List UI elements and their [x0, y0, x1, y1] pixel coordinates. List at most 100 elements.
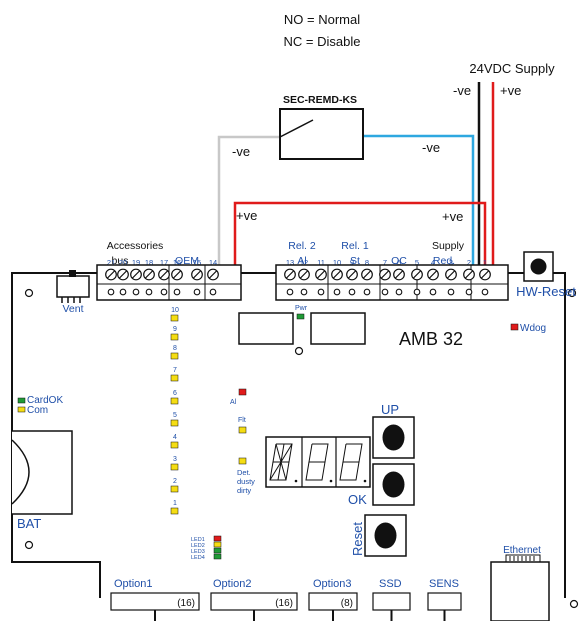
terminal-number: 19	[132, 258, 140, 267]
aux-led-label: LED1	[191, 537, 205, 543]
terminal-19[interactable]	[130, 268, 142, 296]
terminal-11[interactable]	[315, 268, 327, 296]
terminal-9[interactable]	[346, 268, 358, 296]
terminal-number: 14	[209, 258, 217, 267]
relay-left	[238, 312, 294, 345]
switch-contact	[279, 119, 314, 138]
terminal-6[interactable]	[393, 268, 405, 296]
terminal-14[interactable]	[207, 268, 219, 296]
slot-option3[interactable]: Option3(8)	[308, 578, 358, 621]
ok-button-knob	[382, 471, 405, 498]
terminal-21[interactable]	[105, 268, 117, 296]
led-9	[170, 333, 179, 341]
slot-label: Option1	[114, 578, 153, 590]
terminal-number: 12	[300, 258, 308, 267]
terminal-number: 10	[333, 258, 341, 267]
terminal-16[interactable]	[171, 268, 183, 296]
det-label-1: Det.	[237, 468, 251, 477]
group-accessories: Accessories	[107, 240, 164, 252]
led-5	[170, 419, 179, 427]
led-number: 6	[173, 390, 177, 397]
supply-neg-label: -ve	[453, 83, 471, 98]
slot-option2[interactable]: Option2(16)	[210, 578, 298, 621]
legend-no: NO = Normal	[284, 12, 360, 27]
led-4	[170, 441, 179, 449]
option-slots: Option1 (16) Option2(16)Option3(8) SSD SENS	[110, 578, 462, 621]
terminal-number: 13	[286, 258, 294, 267]
terminal-number: 1	[483, 258, 487, 267]
terminal-block-left	[96, 264, 242, 301]
al-led-label: Al	[230, 399, 237, 406]
group-oem: OEM	[175, 255, 199, 267]
group-rel1: Rel. 1	[341, 240, 369, 252]
wire-label-neg-left: -ve	[232, 144, 250, 159]
terminal-15[interactable]	[191, 268, 203, 296]
terminal-7[interactable]	[379, 268, 391, 296]
slot-label: SENS	[429, 578, 459, 590]
slot-count: (16)	[177, 598, 195, 609]
up-button[interactable]	[372, 416, 415, 459]
switch-box	[279, 108, 364, 160]
led-1	[170, 507, 179, 515]
led-number: 4	[173, 434, 177, 441]
com-led	[17, 406, 26, 413]
terminal-number: 17	[160, 258, 168, 267]
com-label: Com	[27, 405, 48, 416]
terminal-20[interactable]	[117, 268, 129, 296]
pwr-led	[296, 313, 305, 320]
aux-led-2	[213, 541, 222, 548]
terminal-13[interactable]	[284, 268, 296, 296]
terminal-1[interactable]	[479, 268, 491, 296]
reset-button[interactable]	[364, 514, 407, 557]
led-2	[170, 485, 179, 493]
led-8	[170, 352, 179, 360]
terminal-number: 9	[350, 258, 354, 267]
aux-led-3	[213, 547, 222, 554]
seven-segment-display	[265, 436, 371, 488]
terminal-2[interactable]	[463, 268, 475, 296]
group-supply: Supply	[432, 240, 465, 252]
led-number: 3	[173, 456, 177, 463]
terminal-3[interactable]	[445, 268, 457, 296]
terminal-block-right	[275, 264, 509, 301]
det-label-3: dirty	[237, 486, 251, 495]
led-number: 7	[173, 367, 177, 374]
vent-connector	[56, 270, 90, 303]
flt-led	[238, 426, 247, 434]
led-number: 2	[173, 478, 177, 485]
slot-label: Option3	[313, 578, 352, 590]
mount-hole-bottom-left	[24, 540, 34, 550]
wire-grey	[217, 135, 280, 268]
aux-led-label: LED4	[191, 555, 205, 561]
hw-reset-knob	[530, 258, 547, 275]
terminal-10[interactable]	[331, 268, 343, 296]
supply-pos-label: +ve	[500, 83, 521, 98]
terminal-18[interactable]	[143, 268, 155, 296]
up-label: UP	[381, 402, 399, 417]
terminal-number: 20	[119, 258, 127, 267]
terminal-5[interactable]	[411, 268, 423, 296]
led-10	[170, 314, 179, 322]
slot-option1[interactable]: Option1 (16)	[110, 578, 200, 621]
slot-sens[interactable]: SENS	[427, 578, 462, 621]
terminal-4[interactable]	[427, 268, 439, 296]
det-led	[238, 457, 247, 465]
led-number: 8	[173, 345, 177, 352]
terminal-number: 8	[365, 258, 369, 267]
terminal-17[interactable]	[158, 268, 170, 296]
slot-ssd[interactable]: SSD	[372, 578, 411, 621]
relay-right	[310, 312, 366, 345]
group-oc: OC	[391, 255, 407, 267]
ok-label: OK	[348, 492, 367, 507]
terminal-number: 2	[467, 258, 471, 267]
terminal-8[interactable]	[361, 268, 373, 296]
wdog-label: Wdog	[520, 323, 546, 334]
terminal-number: 4	[431, 258, 435, 267]
model-label: AMB 32	[399, 329, 463, 349]
terminal-12[interactable]	[298, 268, 310, 296]
up-button-knob	[382, 424, 405, 451]
wire-red-loop	[233, 201, 487, 268]
